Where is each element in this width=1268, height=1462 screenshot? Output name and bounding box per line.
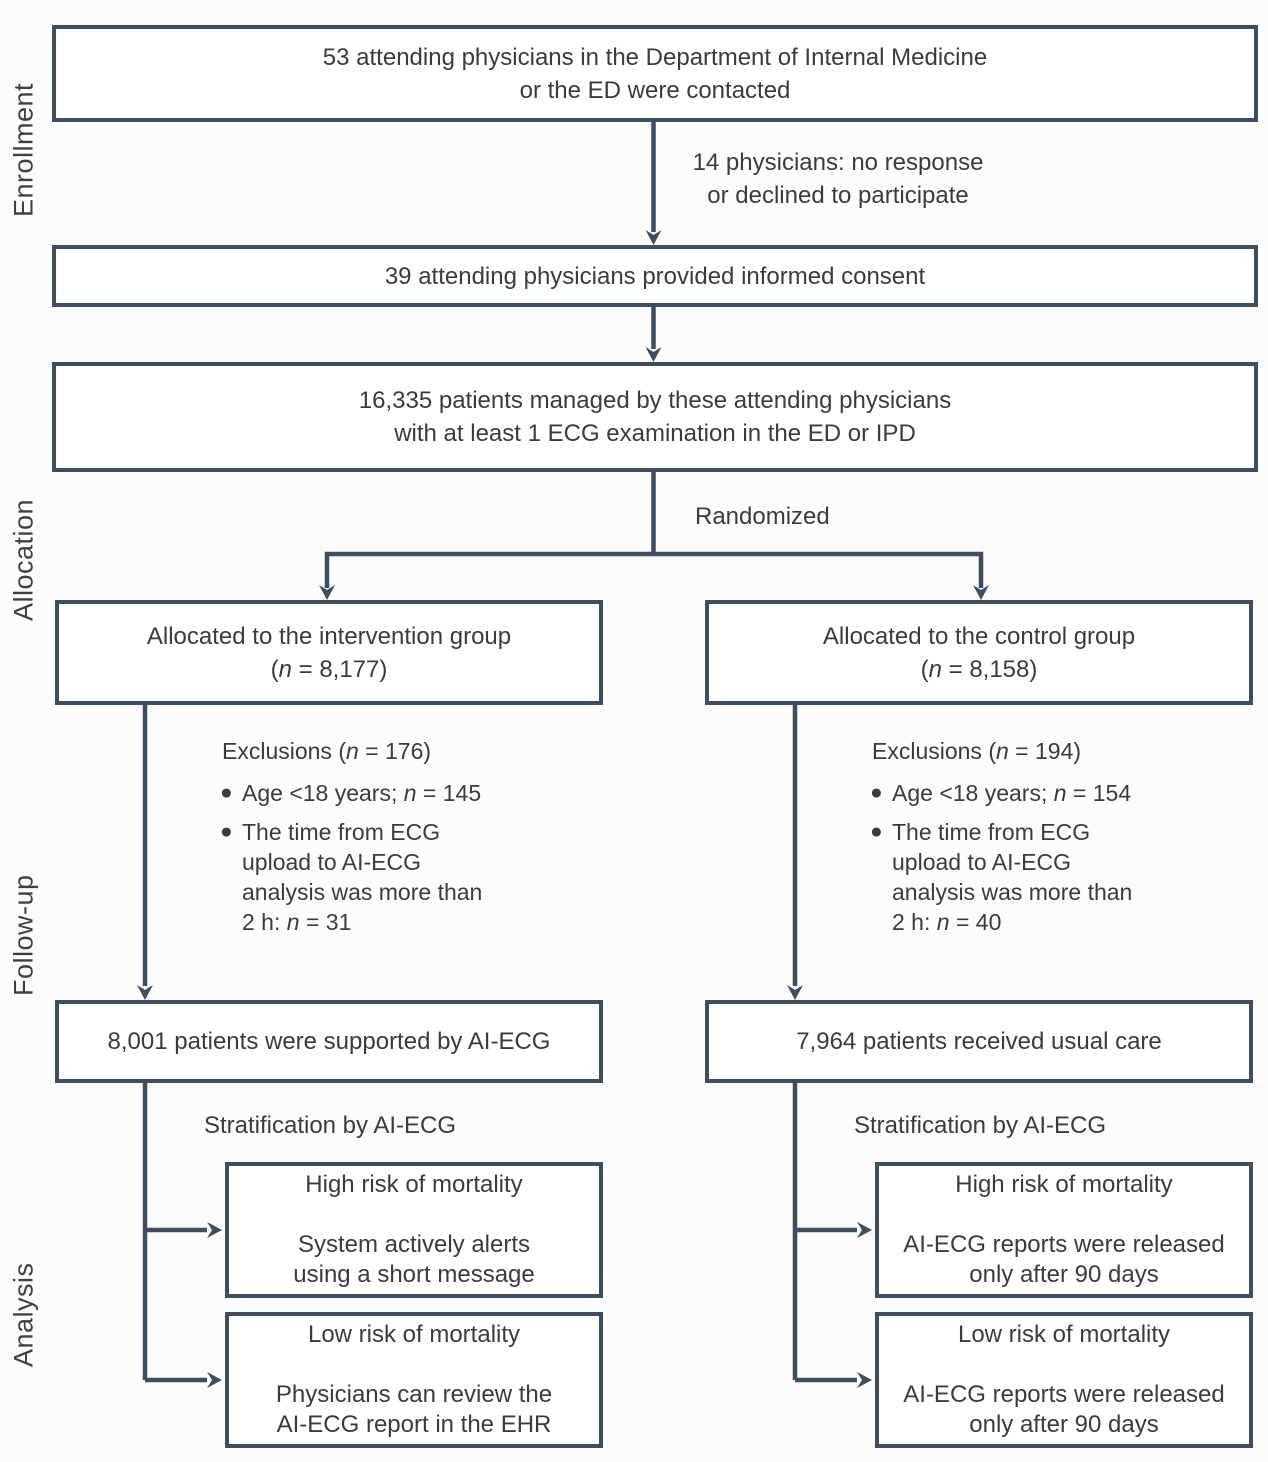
arrowhead-right-icon — [857, 1222, 872, 1238]
note-randomized: Randomized — [695, 503, 830, 530]
arrowhead-down-icon — [137, 985, 153, 1000]
exclusion-text-line: analysis was more than — [242, 879, 483, 905]
arrowhead-right-icon — [207, 1222, 222, 1238]
box-text-line: with at least 1 ECG examination in the E… — [394, 420, 916, 447]
box-text-line: AI-ECG reports were released — [903, 1381, 1225, 1408]
stage-label-enrollment: Enrollment — [8, 82, 39, 218]
exclusion-item-text: Age <18 years; n = 145 — [242, 780, 482, 806]
box-text-line: Allocated to the control group — [822, 622, 1136, 650]
box-text-line: using a short message — [293, 1261, 535, 1288]
exclusion-item-delay: ● The time from ECG upload to AI-ECG ana… — [870, 817, 1200, 937]
exclusion-text-line: upload to AI-ECG — [892, 849, 1071, 875]
box-informed-consent: 39 attending physicians provided informe… — [52, 245, 1258, 307]
stage-label-analysis: Analysis — [8, 1262, 39, 1368]
exclusion-item-text: Age <18 years; n = 154 — [892, 780, 1132, 806]
box-text-line: 39 attending physicians provided informe… — [384, 262, 926, 290]
arrowhead-down-icon — [645, 347, 662, 362]
box-text-line: or the ED were contacted — [519, 76, 791, 104]
arrowhead-down-icon — [973, 585, 989, 600]
exclusions-control: Exclusions (n = 194) ● Age <18 years; n … — [870, 736, 1200, 946]
box-text-line: (n = 8,158) — [920, 655, 1038, 683]
box-text-line: AI-ECG reports were released — [903, 1231, 1225, 1258]
arrowheads — [137, 230, 989, 1388]
arrowhead-down-icon — [645, 230, 662, 245]
randomization-split — [324, 551, 984, 588]
bullet-icon: ● — [220, 820, 233, 843]
exclusion-item-text: The time from ECG upload to AI-ECG analy… — [892, 817, 1132, 937]
box-control-group: Allocated to the control group (n = 8,15… — [705, 600, 1253, 705]
box-title: Low risk of mortality — [307, 1321, 521, 1348]
box-text-line: Allocated to the intervention group — [146, 622, 512, 650]
box-intervention-group: Allocated to the intervention group (n =… — [55, 600, 603, 705]
exclusion-item-text: The time from ECG upload to AI-ECG analy… — [242, 817, 482, 937]
exclusion-text-line: 2 h: n = 40 — [892, 909, 1002, 935]
stage-label-follow-up: Follow-up — [8, 874, 39, 996]
arrowhead-right-icon — [857, 1372, 872, 1388]
exclusion-item-delay: ● The time from ECG upload to AI-ECG ana… — [220, 817, 550, 937]
box-text-line: only after 90 days — [969, 1411, 1159, 1438]
arrowhead-down-icon — [787, 985, 803, 1000]
stage-label-allocation: Allocation — [8, 498, 39, 622]
note-text-line: or declined to participate — [707, 182, 969, 209]
box-text-line: 8,001 patients were supported by AI-ECG — [107, 1028, 551, 1055]
note-physicians-dropout: 14 physicians: no response or declined t… — [688, 146, 988, 212]
box-text-line: 16,335 patients managed by these attendi… — [358, 387, 952, 414]
box-text-line: 53 attending physicians in the Departmen… — [322, 43, 988, 71]
bullet-icon: ● — [870, 820, 883, 843]
box-low-risk-control: Low risk of mortality AI-ECG reports wer… — [875, 1312, 1253, 1448]
box-low-risk-intervention: Low risk of mortality Physicians can rev… — [225, 1312, 603, 1448]
exclusions-title: Exclusions (n = 194) — [872, 738, 1082, 764]
exclusion-text-line: upload to AI-ECG — [242, 849, 421, 875]
stratification-label-control: Stratification by AI-ECG — [853, 1112, 1107, 1139]
exclusion-text-line: The time from ECG — [892, 819, 1091, 845]
box-text-line: only after 90 days — [969, 1261, 1159, 1288]
bullet-icon: ● — [870, 781, 883, 804]
exclusions-title: Exclusions (n = 176) — [222, 738, 432, 764]
box-title: Low risk of mortality — [957, 1321, 1171, 1348]
box-high-risk-intervention: High risk of mortality System actively a… — [225, 1162, 603, 1298]
exclusion-item-age: ● Age <18 years; n = 154 — [870, 778, 1200, 808]
box-physicians-contacted: 53 attending physicians in the Departmen… — [52, 25, 1258, 122]
box-text-line: 7,964 patients received usual care — [796, 1028, 1162, 1055]
box-text-line: (n = 8,177) — [270, 655, 388, 683]
exclusion-text-line: The time from ECG — [242, 819, 441, 845]
exclusion-item-age: ● Age <18 years; n = 145 — [220, 778, 550, 808]
box-usual-care: 7,964 patients received usual care — [705, 1000, 1253, 1083]
arrowhead-down-icon — [319, 585, 335, 600]
box-title: High risk of mortality — [955, 1171, 1173, 1198]
note-text-line: 14 physicians: no response — [692, 149, 984, 176]
box-title: High risk of mortality — [305, 1171, 523, 1198]
box-ai-supported: 8,001 patients were supported by AI-ECG — [55, 1000, 603, 1083]
box-text-line: System actively alerts — [297, 1231, 531, 1258]
box-text-line: Physicians can review the — [275, 1381, 553, 1408]
box-high-risk-control: High risk of mortality AI-ECG reports we… — [875, 1162, 1253, 1298]
exclusion-text-line: analysis was more than — [892, 879, 1133, 905]
box-eligible-patients: 16,335 patients managed by these attendi… — [52, 362, 1258, 472]
box-text-line: AI-ECG report in the EHR — [276, 1411, 552, 1438]
arrowhead-right-icon — [207, 1372, 222, 1388]
bullet-icon: ● — [220, 781, 233, 804]
stratification-label-intervention: Stratification by AI-ECG — [203, 1112, 457, 1139]
exclusion-text-line: 2 h: n = 31 — [242, 909, 352, 935]
exclusions-intervention: Exclusions (n = 176) ● Age <18 years; n … — [220, 736, 550, 946]
